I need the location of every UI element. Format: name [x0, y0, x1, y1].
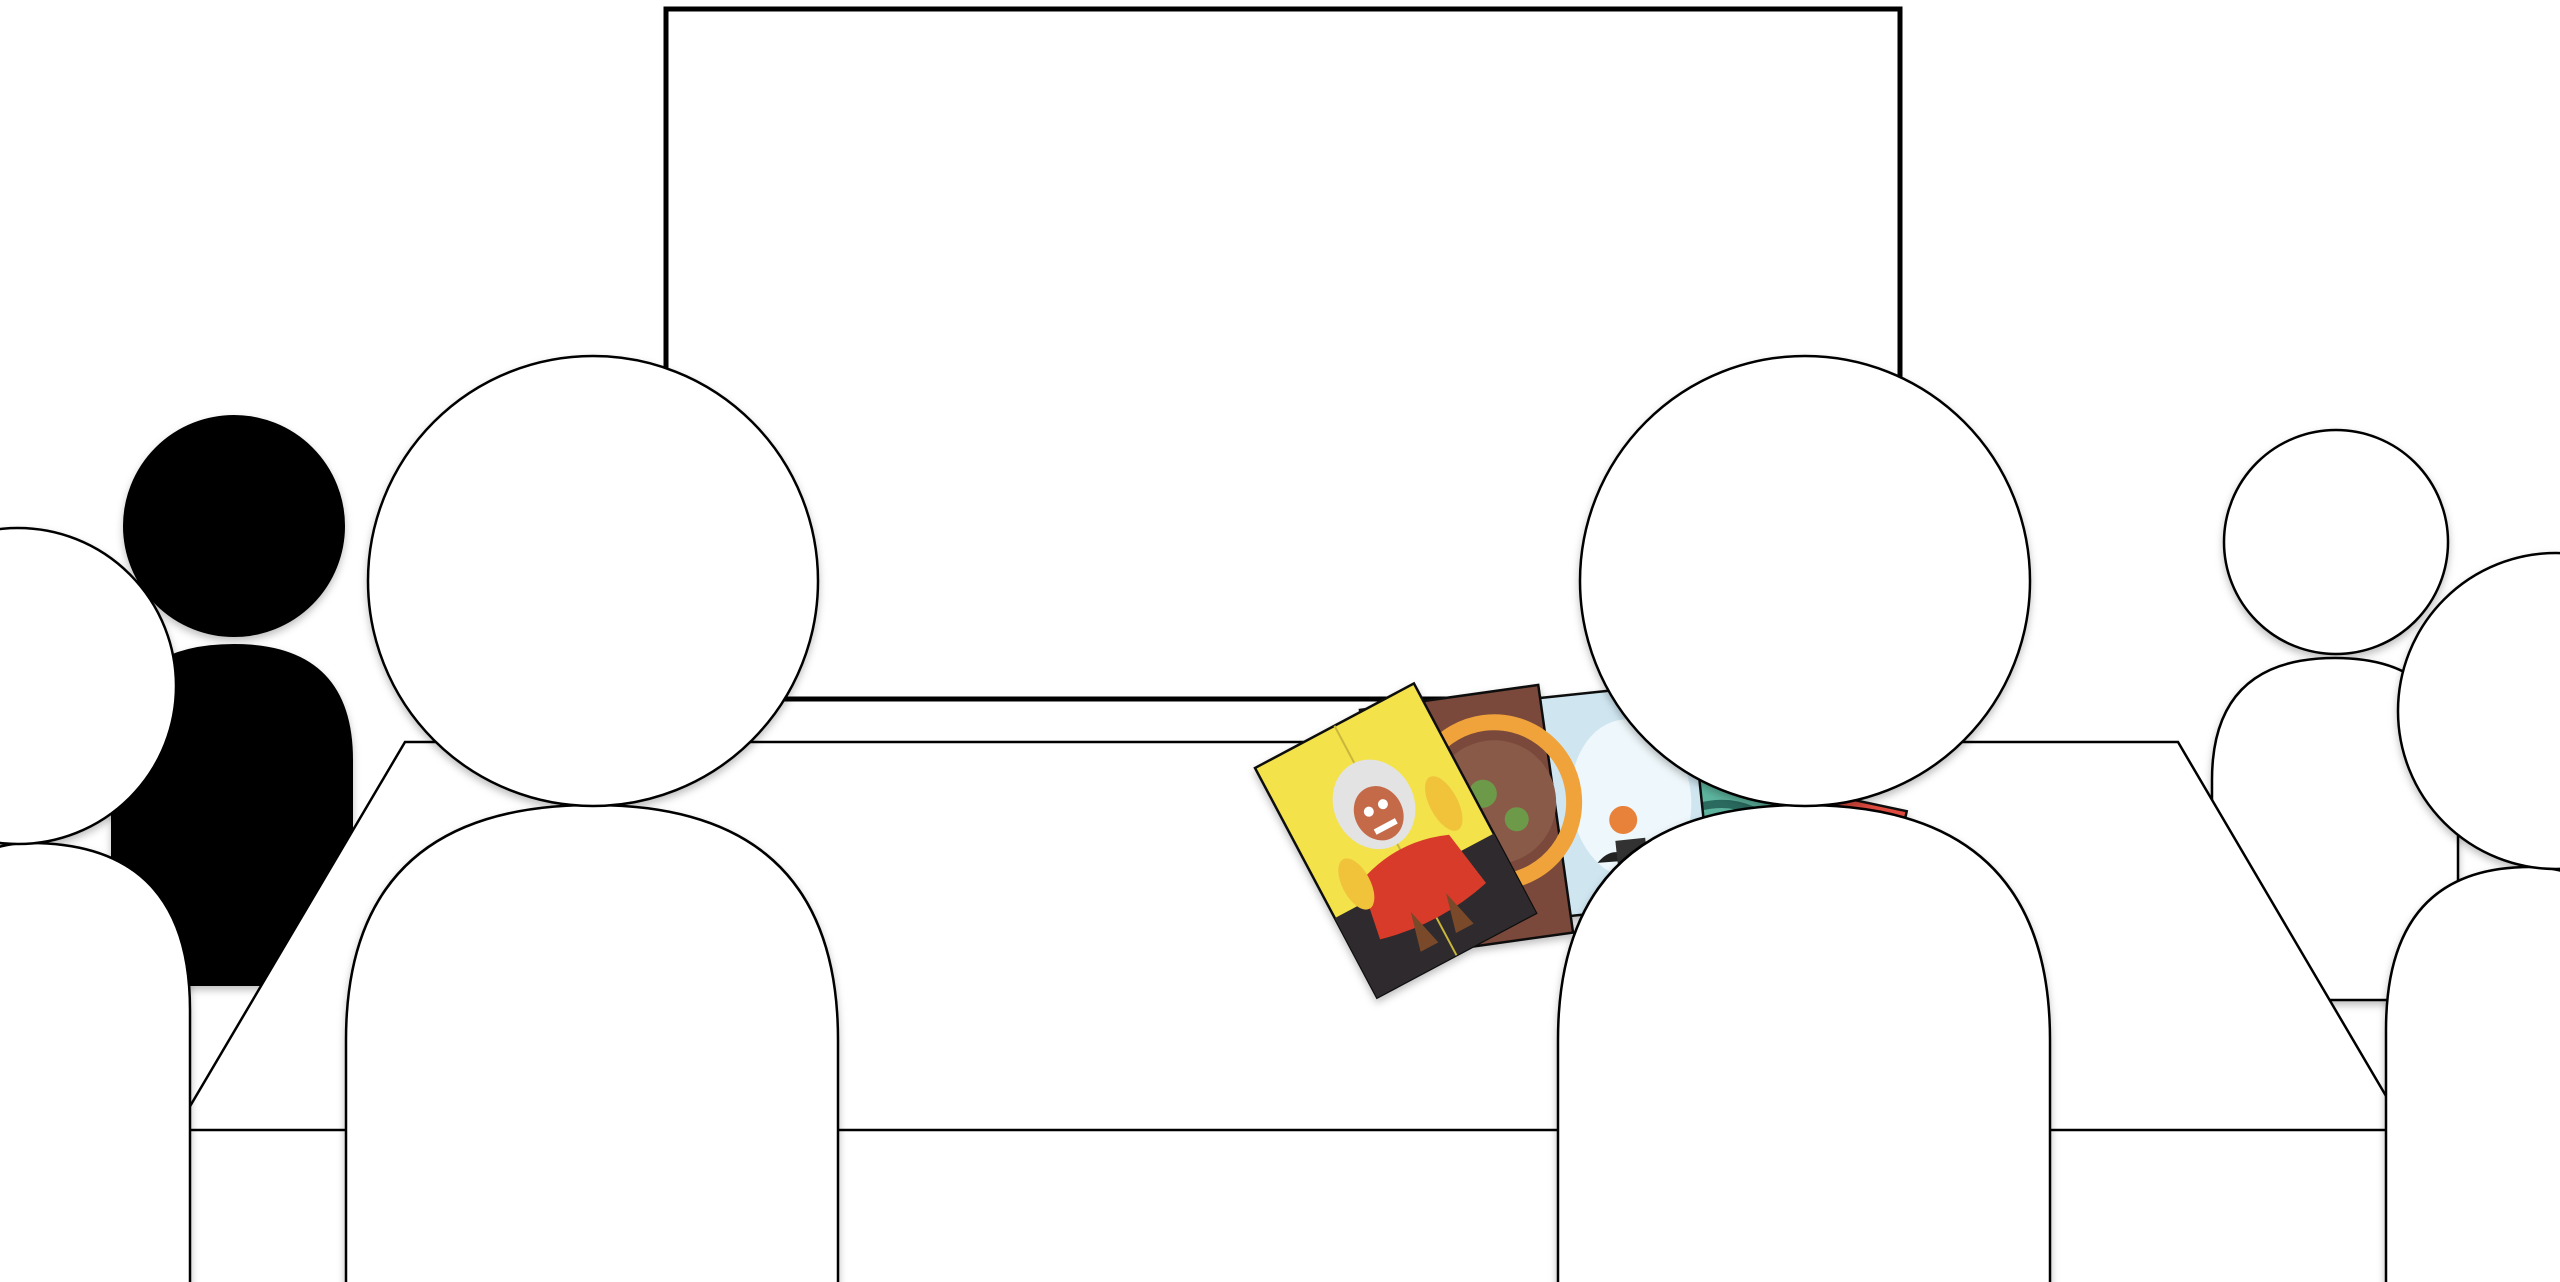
person-front-left-head — [368, 356, 818, 806]
person-edge-right-body — [2386, 867, 2560, 1282]
person-front-left-body — [346, 805, 838, 1282]
person-dark-head — [124, 416, 344, 636]
person-edge-left-body — [0, 843, 190, 1282]
person-edge-left — [0, 528, 190, 1282]
person-front-right-body — [1558, 805, 2050, 1282]
person-back-right-head — [2224, 430, 2448, 654]
person-front-right-head — [1580, 356, 2030, 806]
